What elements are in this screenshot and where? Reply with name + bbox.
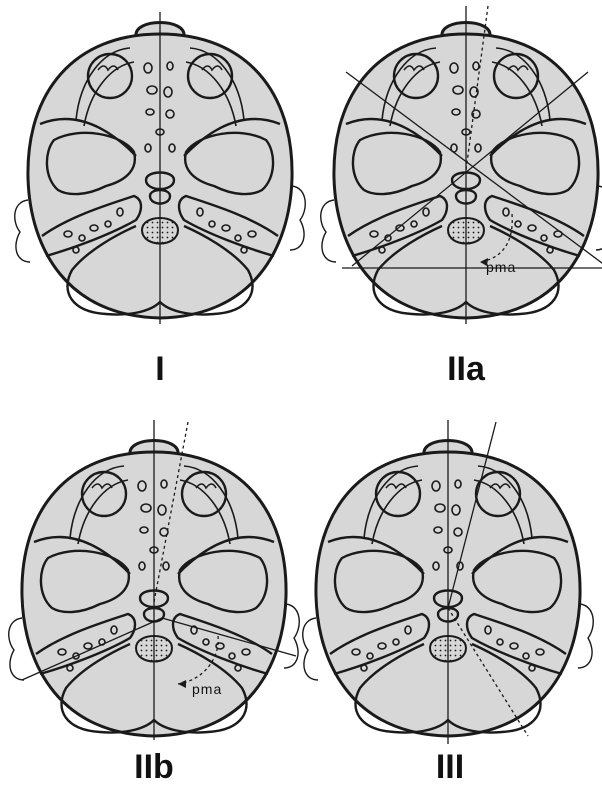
- panel-label-iii: III: [400, 750, 500, 784]
- panel-label-iib: IIb: [104, 750, 204, 784]
- panel-iib-diagram: pma: [9, 420, 300, 740]
- pma-label: pma: [486, 259, 516, 275]
- panel-iii-diagram: [303, 420, 594, 744]
- pma-label: pma: [192, 681, 222, 697]
- panel-iia-diagram: pma: [321, 6, 602, 324]
- panel-i-diagram: [15, 12, 306, 324]
- panel-label-i: I: [110, 352, 210, 386]
- panel-label-iia: IIa: [416, 352, 516, 386]
